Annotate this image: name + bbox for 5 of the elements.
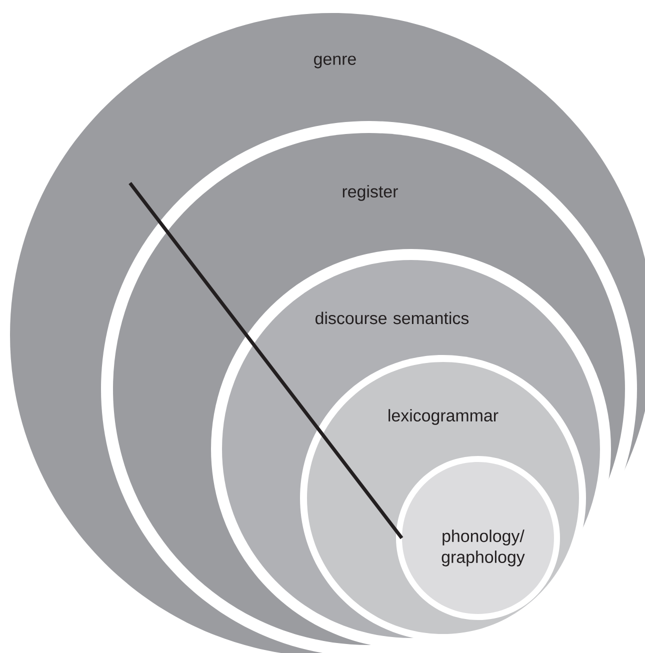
node-label: discourse semantics: [316, 312, 469, 324]
node-label: register: [342, 185, 398, 201]
circle-region: phonology/ graphology: [396, 456, 560, 620]
line: [128, 182, 404, 540]
node-label: lexicogrammar: [388, 409, 498, 425]
